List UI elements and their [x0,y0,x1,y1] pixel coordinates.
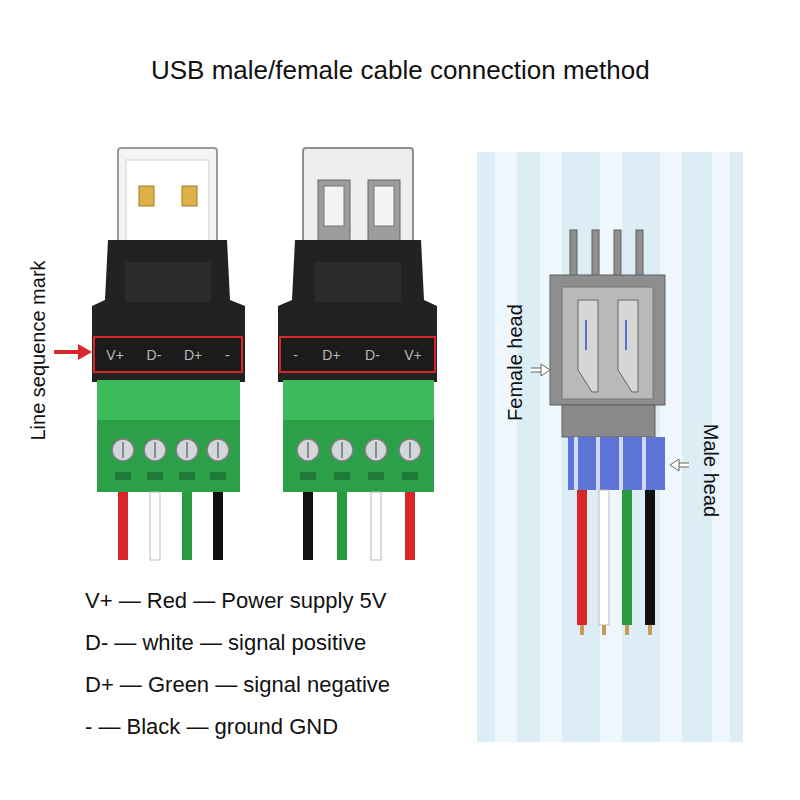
terminal-block [97,420,240,492]
detail-panel [477,152,743,742]
screw [207,439,229,461]
screw [176,439,198,461]
pin-name: - [225,347,230,363]
wire-tip [625,625,629,635]
pin [570,230,577,276]
wire-green [337,492,347,560]
wire-hole [402,472,418,480]
pin [614,230,621,276]
leader-arrow [531,364,550,376]
panel-stripe [540,152,562,742]
wire-white [150,492,160,560]
callout-label: Female head [504,304,527,421]
wire-green [622,490,632,625]
plug-shell [118,148,217,248]
wire-hole [179,472,195,480]
male-head-block [568,437,665,490]
callout-label: Line sequence mark [27,260,50,440]
wire-tip [648,625,652,635]
line-sequence-mark: V+ D- D+ - [93,336,243,373]
pointer-arrow [54,344,92,360]
spring-tab [374,186,394,226]
spring-tab [324,186,344,226]
panel-ground [477,152,743,742]
pin [636,230,643,276]
terminal-block [97,380,240,420]
connector-body [92,240,245,382]
panel-stripe [495,152,517,742]
connector-body [278,240,437,382]
screw-slot [122,442,124,458]
screw-slot [375,442,377,458]
body-face [315,262,401,302]
wire-red [405,492,415,560]
male-connector [92,148,245,560]
pin-name: D+ [322,347,340,363]
spring-tab [618,300,638,392]
wire-white [599,490,609,625]
socket-window [318,180,350,246]
wire-tip [602,625,606,635]
wire-hole [300,472,316,480]
pin-name: - [293,347,298,363]
pin-name: D+ [184,347,202,363]
callout-label: Male head [699,424,722,517]
female-head-body [550,275,665,405]
diagram-title: USB male/female cable connection method [151,55,650,86]
wire-black [645,490,655,625]
wire-green [182,492,192,560]
screw [112,439,134,461]
wire-hole [115,472,131,480]
wire-hole [334,472,350,480]
female-head-face [562,287,653,399]
wire-black [213,492,223,560]
wire-hole [147,472,163,480]
pin-name: V+ [106,347,124,363]
screw [144,439,166,461]
screw-slot [217,442,219,458]
wire-red [118,492,128,560]
screw [297,439,319,461]
body-face [125,262,211,302]
screw [365,439,387,461]
pin-name: V+ [404,347,422,363]
wire-white [371,492,381,560]
wiring-note: D- — white — signal positive [85,630,366,656]
terminal-block [283,380,434,420]
terminal-block [283,420,434,492]
wiring-note: V+ — Red — Power supply 5V [85,588,386,614]
wire-hole [368,472,384,480]
screw [331,439,353,461]
plug-inner [126,160,209,244]
wiring-note: D+ — Green — signal negative [85,672,390,698]
wire-tip [580,625,584,635]
screw-slot [154,442,156,458]
wire-red [577,490,587,625]
screw [399,439,421,461]
screw-slot [186,442,188,458]
spring-tab [578,300,598,392]
wire-hole [210,472,226,480]
line-sequence-mark: - D+ D- V+ [279,336,436,373]
wire-black [303,492,313,560]
screw-slot [307,442,309,458]
socket-window [368,180,400,246]
pin-name: D- [147,347,162,363]
gold-pad [139,186,154,206]
pin-name: D- [365,347,380,363]
pin [592,230,599,276]
screw-slot [341,442,343,458]
socket-shell [303,148,413,248]
screw-slot [409,442,411,458]
leader-arrow [670,459,689,471]
gold-pad [182,186,197,206]
wiring-note: - — Black — ground GND [85,714,338,740]
head-base [562,405,655,437]
female-connector [278,148,437,560]
